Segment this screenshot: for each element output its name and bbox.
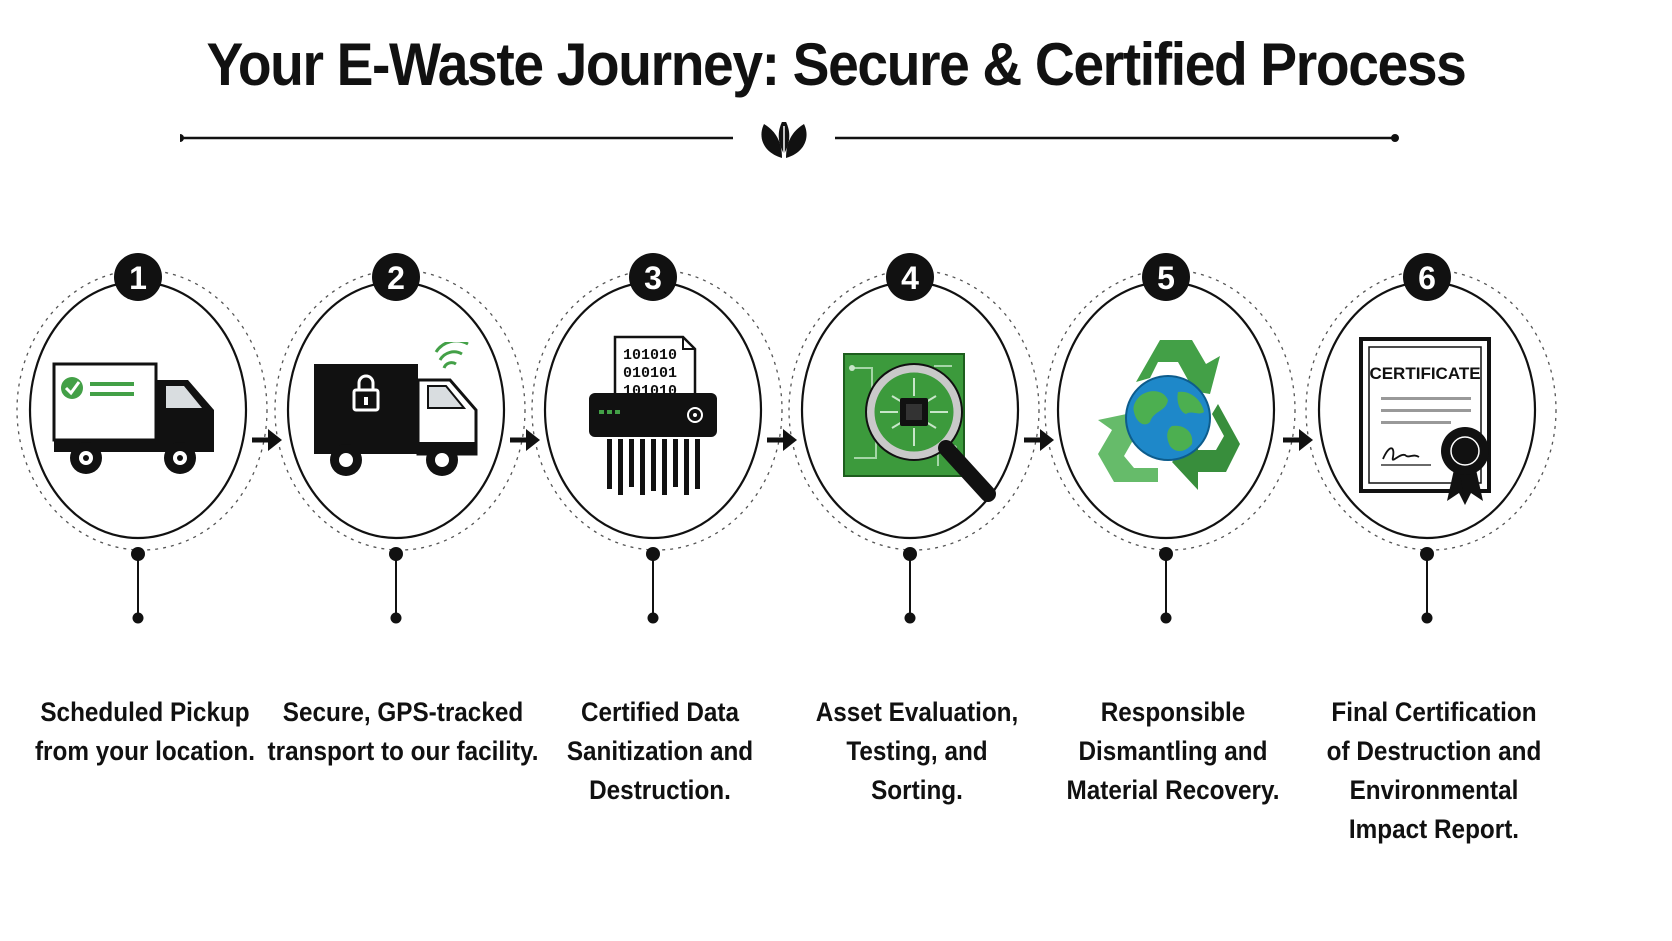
step-ring: 1 — [16, 253, 268, 624]
step-caption: Certified Data Sanitization and Destruct… — [512, 693, 809, 810]
binary-line: 101010 — [623, 347, 677, 364]
caption-line: Asset Evaluation, — [815, 697, 1019, 727]
caption-line: Responsible — [1100, 697, 1246, 727]
recycle-globe-icon — [1098, 340, 1240, 490]
caption-line: Testing, and — [846, 736, 988, 766]
step-caption: Scheduled Pickup from your location. — [0, 693, 294, 771]
arrow-right-icon — [767, 429, 797, 451]
caption-line: Impact Report. — [1348, 814, 1520, 844]
certificate-label: CERTIFICATE — [1369, 364, 1480, 383]
step-number: 3 — [644, 260, 662, 296]
caption-line: transport to our facility. — [267, 736, 539, 766]
step-3: 3 101010 010101 101010 Certified Data Sa… — [515, 250, 805, 850]
caption-line: Destruction. — [589, 775, 731, 805]
title-divider — [180, 122, 1399, 160]
arrow-right-icon — [510, 429, 540, 451]
arrow-right-icon — [1024, 429, 1054, 451]
caption-line: Scheduled Pickup — [40, 697, 250, 727]
step-ring: 6 — [1305, 253, 1557, 624]
step-6: 6 CERTIFICATE Final Certification of Des… — [1289, 250, 1579, 850]
step-number-badge — [372, 253, 420, 301]
step-number: 6 — [1418, 260, 1436, 296]
arrow-right-icon — [252, 429, 282, 451]
page-title: Your E-Waste Journey: Secure & Certified… — [206, 31, 1467, 98]
step-number-badge — [886, 253, 934, 301]
caption-line: Material Recovery. — [1066, 775, 1280, 805]
leaf-icon — [761, 122, 807, 160]
caption-line: Environmental — [1349, 775, 1519, 805]
caption-line: Sanitization and — [566, 736, 754, 766]
step-number: 1 — [129, 260, 147, 296]
step-4: 4 Asset Evaluation, Testing, and Sorting… — [772, 250, 1062, 850]
caption-line: from your location. — [34, 736, 256, 766]
step-number-badge — [1142, 253, 1190, 301]
step-number-badge — [1403, 253, 1451, 301]
certificate-icon: CERTIFICATE — [1359, 337, 1491, 505]
step-number: 4 — [901, 260, 919, 296]
step-ring: 5 — [1044, 253, 1296, 624]
step-ring: 2 — [274, 253, 526, 624]
binary-line: 010101 — [623, 365, 677, 382]
step-1: 1 Scheduled Pickup from your location. — [0, 250, 290, 850]
caption-line: Dismantling and — [1078, 736, 1268, 766]
step-5: 5 Responsible Dismantling and Material R… — [1028, 250, 1318, 850]
data-shredder-icon: 101010 010101 101010 — [589, 335, 717, 495]
step-number-badge — [629, 253, 677, 301]
caption-line: of Destruction and — [1326, 736, 1542, 766]
step-number: 2 — [387, 260, 405, 296]
step-number: 5 — [1157, 260, 1175, 296]
pickup-truck-icon — [52, 362, 214, 474]
step-caption: Final Certification of Destruction and E… — [1286, 693, 1583, 849]
step-caption: Asset Evaluation, Testing, and Sorting. — [769, 693, 1066, 810]
step-number-badge — [114, 253, 162, 301]
circuit-magnifier-icon — [843, 353, 996, 502]
step-2: 2 Secure, GPS-tracked transport to our f… — [258, 250, 548, 850]
step-ring: 3 — [531, 253, 783, 624]
caption-line: Certified Data — [580, 697, 739, 727]
caption-line: Final Certification — [1331, 697, 1537, 727]
caption-line: Sorting. — [871, 775, 963, 805]
gps-truck-lock-icon — [314, 342, 478, 476]
arrow-right-icon — [1283, 429, 1313, 451]
step-ring: 4 — [788, 253, 1040, 624]
caption-line: Secure, GPS-tracked — [282, 697, 524, 727]
step-caption: Secure, GPS-tracked transport to our fac… — [255, 693, 552, 771]
step-caption: Responsible Dismantling and Material Rec… — [1025, 693, 1322, 810]
